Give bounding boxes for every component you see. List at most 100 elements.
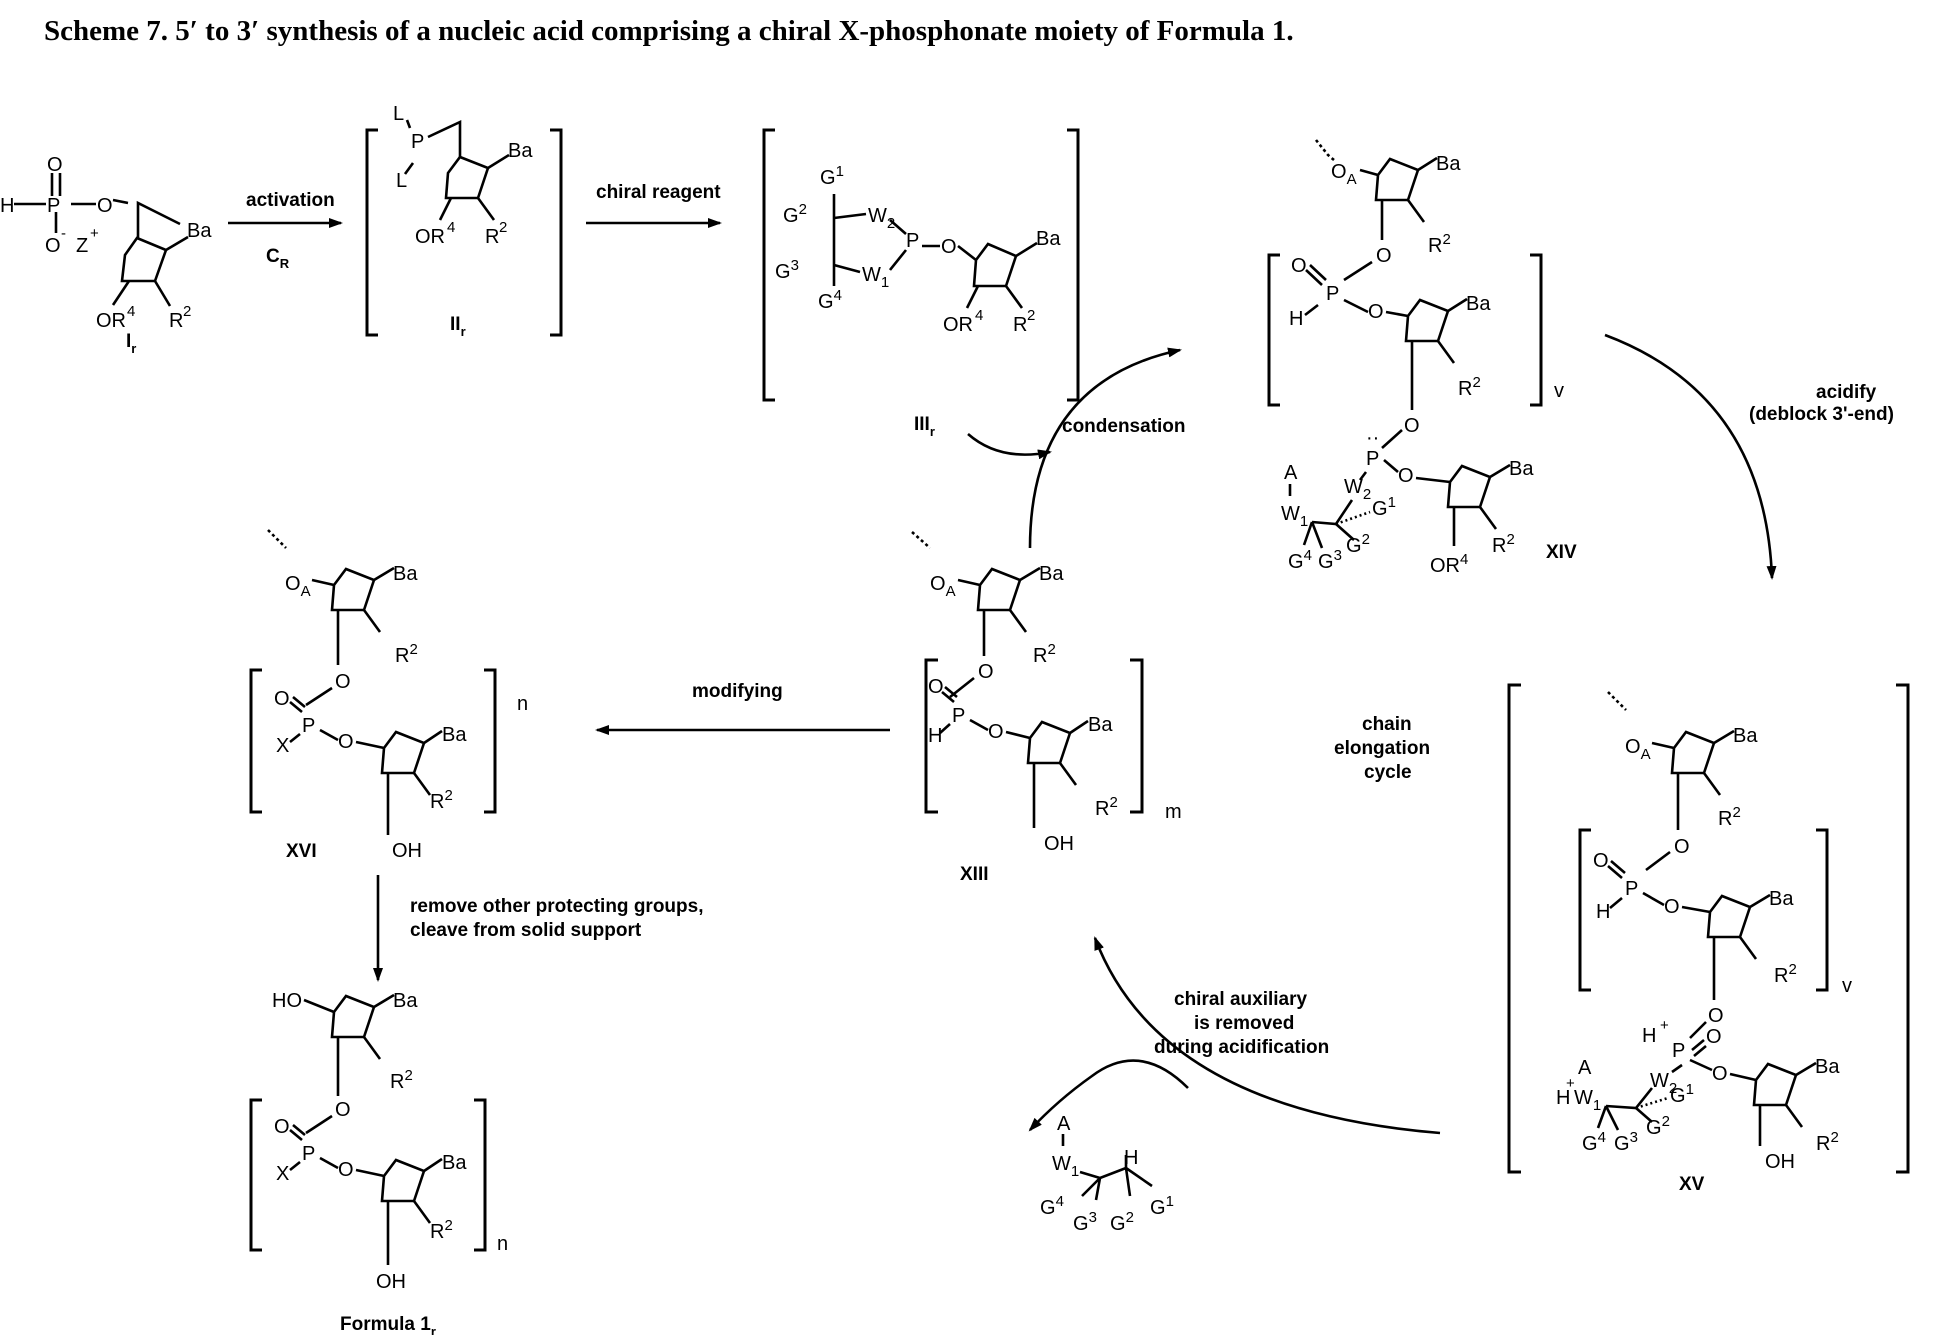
compound-label-XVI: XVI	[286, 841, 317, 862]
atom-R: R	[169, 310, 183, 332]
sup-4: 4	[127, 303, 135, 320]
atom-G: G1	[1372, 494, 1396, 520]
cycle-label-3: cycle	[1364, 762, 1412, 783]
atom-R: R2	[1774, 961, 1797, 987]
atom-Ba: Ba	[1509, 458, 1534, 480]
atom-Z: Z	[76, 235, 88, 257]
compound-label-XV: XV	[1679, 1174, 1705, 1195]
atom-G: G1	[1670, 1081, 1694, 1107]
repeat-n: n	[497, 1233, 508, 1255]
acidify-arrow	[1605, 335, 1772, 578]
atom-OH: OH	[392, 840, 422, 862]
compound-II-structure: L P L Ba OR 4 R 2 IIr	[367, 103, 561, 339]
atom-Ba: Ba	[393, 990, 418, 1012]
atom-O: O	[47, 154, 63, 176]
cr-label: CR	[266, 246, 290, 271]
atom-O: O	[1674, 836, 1690, 858]
chiral-reagent-label: chiral reagent	[596, 182, 721, 203]
atom-OH: OH	[376, 1271, 406, 1293]
charge-plus: +	[90, 225, 99, 242]
sup-4: 4	[975, 307, 983, 324]
atom-O: O	[1398, 465, 1414, 487]
atom-Ba: Ba	[1436, 153, 1461, 175]
atom-O: OA	[285, 573, 311, 600]
atom-P: P	[302, 715, 315, 737]
sup-2: 2	[499, 219, 507, 236]
atom-O: O	[1593, 850, 1609, 872]
atom-O: O	[338, 1159, 354, 1181]
atom-O: O	[1376, 245, 1392, 267]
cycle-label-2: elongation	[1334, 738, 1430, 759]
atom-W: W2	[1344, 476, 1371, 503]
atom-P: P	[1326, 283, 1339, 305]
sup-2: 2	[1027, 307, 1035, 324]
atom-P: P	[302, 1143, 315, 1165]
cycle-label-1: chain	[1362, 714, 1412, 735]
atom-O: O	[1368, 301, 1384, 323]
aux-label-2: is removed	[1194, 1013, 1294, 1034]
compound-XV-structure: OA Ba R2 O O P H O Ba R2 v O H + P O O A…	[1509, 685, 1908, 1195]
atom-X: X	[276, 1163, 289, 1185]
atom-G: G4	[1040, 1193, 1064, 1219]
atom-G: G1	[820, 163, 844, 189]
atom-O: O	[45, 235, 61, 257]
atom-H: H	[1642, 1025, 1656, 1047]
condensation-hook-arrow	[968, 434, 1050, 455]
atom-Ba: Ba	[187, 220, 212, 242]
lone-pair: ··	[1366, 427, 1379, 449]
atom-Ba: Ba	[442, 724, 467, 746]
atom-Ba: Ba	[1466, 293, 1491, 315]
atom-Ba: Ba	[1815, 1056, 1840, 1078]
atom-O: O	[1712, 1063, 1728, 1085]
repeat-v: v	[1554, 380, 1564, 402]
charge-plus: +	[1660, 1017, 1669, 1034]
atom-OR: OR	[415, 226, 445, 248]
atom-O: O	[335, 1099, 351, 1121]
atom-G: G4	[1288, 547, 1312, 573]
atom-OR: OR	[96, 310, 126, 332]
atom-O: O	[988, 721, 1004, 743]
compound-I-structure: O H P O O - Z + Ba OR 4 R 2 Ir	[0, 154, 212, 356]
atom-Ba: Ba	[1088, 714, 1113, 736]
modifying-label: modifying	[692, 681, 783, 702]
atom-O: O	[941, 236, 957, 258]
atom-R: R2	[1492, 531, 1515, 557]
atom-H: H	[1596, 901, 1610, 923]
atom-HO: HO	[272, 990, 302, 1012]
atom-G: G3	[1073, 1209, 1097, 1235]
atom-OR: OR4	[1430, 551, 1468, 577]
atom-Ba: Ba	[1039, 563, 1064, 585]
atom-O: O	[97, 195, 113, 217]
sup-2: 2	[183, 303, 191, 320]
remove-label-1: remove other protecting groups,	[410, 896, 703, 917]
atom-A: A	[1284, 462, 1298, 484]
atom-R: R2	[430, 1217, 453, 1243]
repeat-v: v	[1842, 975, 1852, 997]
compound-label-XIII: XIII	[960, 864, 989, 885]
compound-XVI-structure: OA Ba R2 O O P X O Ba R2 OH n XVI	[251, 530, 528, 862]
atom-P: P	[47, 195, 60, 217]
atom-OH: OH	[1044, 833, 1074, 855]
atom-O: O	[338, 731, 354, 753]
atom-H: H	[928, 725, 942, 747]
atom-A: A	[1057, 1113, 1071, 1135]
compound-label-XIV: XIV	[1546, 542, 1577, 563]
atom-R: R2	[395, 641, 418, 667]
atom-W: W1	[1281, 503, 1308, 530]
atom-G: G2	[1346, 531, 1370, 557]
atom-Ba: Ba	[442, 1152, 467, 1174]
atom-W: W1	[1052, 1153, 1079, 1180]
atom-R: R2	[430, 787, 453, 813]
atom-G: G2	[1646, 1113, 1670, 1139]
atom-L: L	[396, 170, 407, 192]
atom-P: P	[1672, 1040, 1685, 1062]
atom-O: O	[1664, 896, 1680, 918]
condensation-cycle-arrow	[1030, 350, 1180, 548]
compound-label-I: Ir	[126, 331, 136, 356]
atom-O: OA	[930, 573, 956, 600]
formula-1-label: Formula 1r	[340, 1314, 436, 1335]
atom-O: O	[928, 676, 944, 698]
formula-1-structure: HO Ba R2 O O P X O Ba R2 OH n Formula 1r	[251, 990, 508, 1335]
scheme-title: Scheme 7. 5′ to 3′ synthesis of a nuclei…	[44, 15, 1294, 47]
atom-Ba: Ba	[1769, 888, 1794, 910]
